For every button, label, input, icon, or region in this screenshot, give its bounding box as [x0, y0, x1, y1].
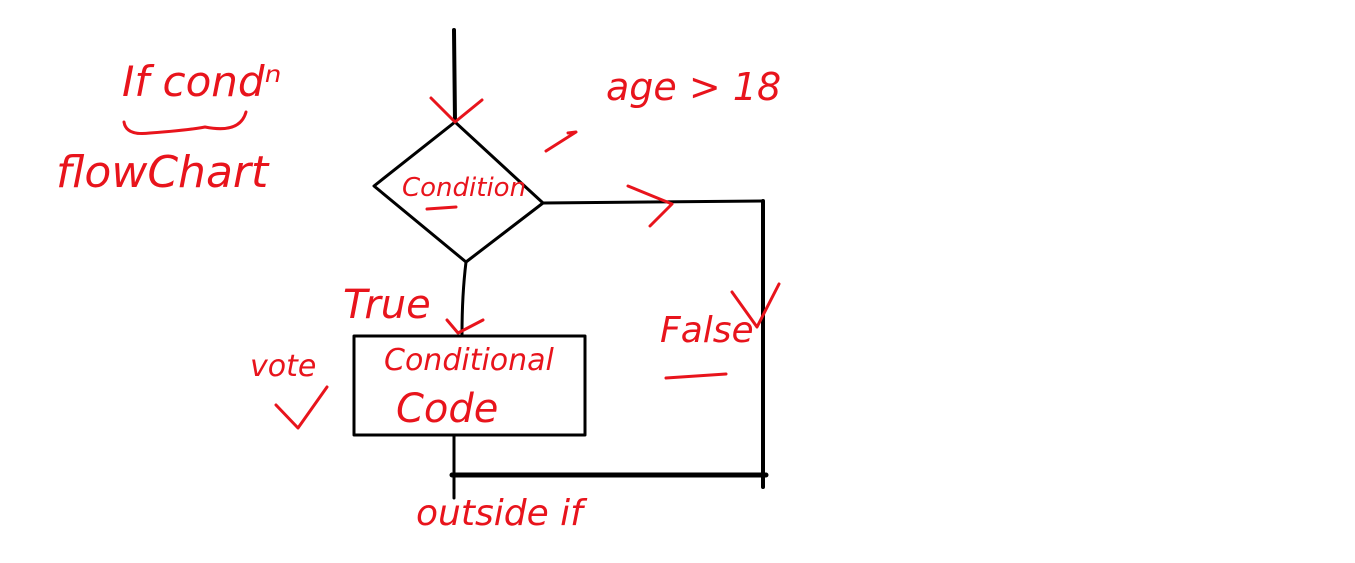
true-label: True	[343, 282, 431, 328]
process-label-line1: Conditional	[384, 343, 555, 378]
true-path-line	[460, 260, 468, 336]
heading-line1: If condⁿ	[122, 57, 281, 106]
decision-label: Condition	[402, 173, 526, 203]
condition-underline	[425, 205, 458, 211]
exit-label: outside if	[416, 493, 588, 534]
process-box	[352, 334, 587, 437]
decision-annotation: age > 18	[606, 65, 781, 109]
checkmark-icon	[274, 385, 329, 430]
process-label-line2: Code	[396, 386, 498, 432]
entry-line	[452, 28, 457, 124]
annotation-text: If condⁿ flowChart Condition age > 18 Tr…	[56, 57, 781, 534]
annotation-marks	[122, 96, 781, 430]
false-underline	[664, 372, 728, 380]
heading-brace-icon	[122, 110, 248, 135]
false-arrow-down-icon	[730, 282, 781, 329]
false-path-horizontal	[541, 199, 765, 205]
false-arrow-right-icon	[626, 184, 674, 228]
heading-line2: flowChart	[56, 147, 270, 198]
false-label: False	[660, 310, 754, 351]
annotation-pointer-icon	[544, 130, 578, 153]
process-note: vote	[250, 349, 316, 384]
flow-structure	[352, 28, 769, 500]
true-arrow-down-icon	[445, 318, 485, 335]
entry-arrow-icon	[429, 96, 484, 124]
